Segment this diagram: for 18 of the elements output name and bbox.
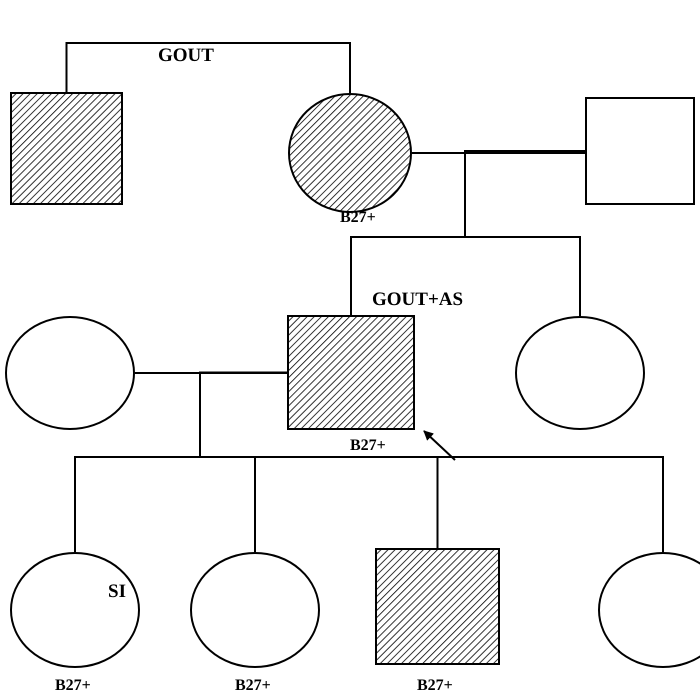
pedigree-line — [66, 42, 351, 93]
circle-symbol — [288, 93, 412, 213]
square-symbol — [287, 315, 415, 430]
square-symbol — [10, 92, 123, 205]
circle-symbol — [515, 316, 645, 430]
marker-label: B27+ — [235, 678, 271, 694]
square-symbol — [375, 548, 500, 665]
trait-label: GOUT+AS — [372, 290, 464, 309]
node-text: SI — [108, 582, 126, 601]
marker-label: B27+ — [55, 678, 91, 694]
circle-symbol — [10, 552, 140, 668]
marker-label: B27+ — [417, 678, 453, 694]
circle-symbol — [190, 552, 320, 668]
marker-label: B27+ — [350, 438, 386, 454]
trait-label: GOUT — [158, 46, 214, 65]
circle-symbol — [5, 316, 135, 430]
arrow — [423, 430, 456, 461]
square-symbol — [585, 97, 695, 205]
